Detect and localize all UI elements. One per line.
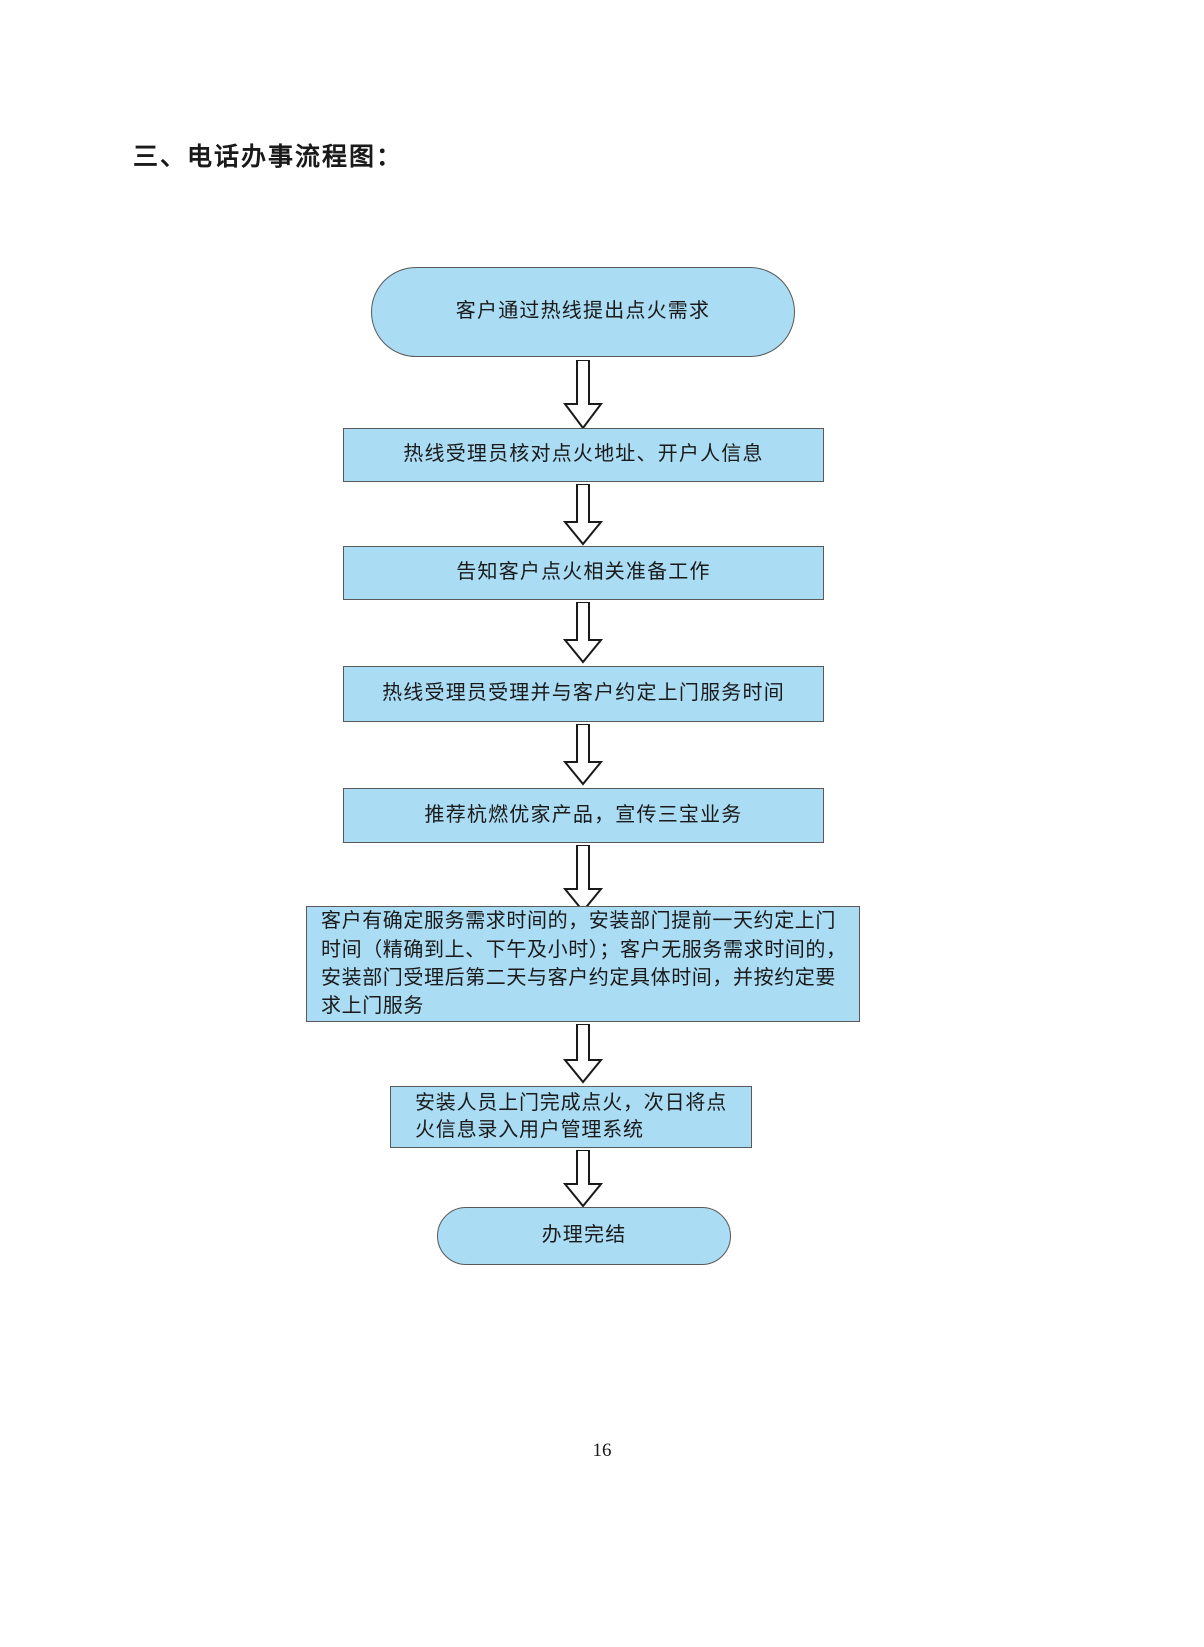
flow-node-label: 办理完结 <box>541 1224 627 1247</box>
flow-node-start[interactable]: 客户通过热线提出点火需求 <box>371 267 795 357</box>
flow-node-appointment-rules[interactable]: 客户有确定服务需求时间的，安装部门提前一天约定上门时间（精确到上、下午及小时）；… <box>306 906 860 1022</box>
flow-node-complete-ignition[interactable]: 安装人员上门完成点火，次日将点火信息录入用户管理系统 <box>390 1086 752 1148</box>
flow-arrow-4 <box>559 724 607 788</box>
flow-arrow-3 <box>559 602 607 666</box>
flow-node-label: 客户通过热线提出点火需求 <box>455 300 711 323</box>
flow-node-label: 安装人员上门完成点火，次日将点火信息录入用户管理系统 <box>415 1092 727 1141</box>
flow-node-label: 告知客户点火相关准备工作 <box>456 561 711 584</box>
flow-node-promote-products[interactable]: 推荐杭燃优家产品，宣传三宝业务 <box>343 788 824 843</box>
flow-arrow-6 <box>559 1024 607 1086</box>
flow-arrow-5 <box>559 845 607 915</box>
flow-node-schedule-visit[interactable]: 热线受理员受理并与客户约定上门服务时间 <box>343 666 824 722</box>
flow-node-label: 客户有确定服务需求时间的，安装部门提前一天约定上门时间（精确到上、下午及小时）；… <box>321 910 847 1018</box>
flow-node-inform-prep[interactable]: 告知客户点火相关准备工作 <box>343 546 824 600</box>
flow-node-label: 热线受理员受理并与客户约定上门服务时间 <box>382 682 785 705</box>
flow-node-verify-info[interactable]: 热线受理员核对点火地址、开户人信息 <box>343 428 824 482</box>
flow-arrow-2 <box>559 484 607 548</box>
flow-node-label: 推荐杭燃优家产品，宣传三宝业务 <box>424 803 743 826</box>
flow-arrow-1 <box>559 360 607 432</box>
page-number: 16 <box>592 1440 612 1461</box>
flow-node-label: 热线受理员核对点火地址、开户人信息 <box>403 443 764 466</box>
page-title: 三、电话办事流程图： <box>133 142 404 171</box>
flow-arrow-7 <box>559 1150 607 1210</box>
flow-node-end[interactable]: 办理完结 <box>437 1207 731 1265</box>
